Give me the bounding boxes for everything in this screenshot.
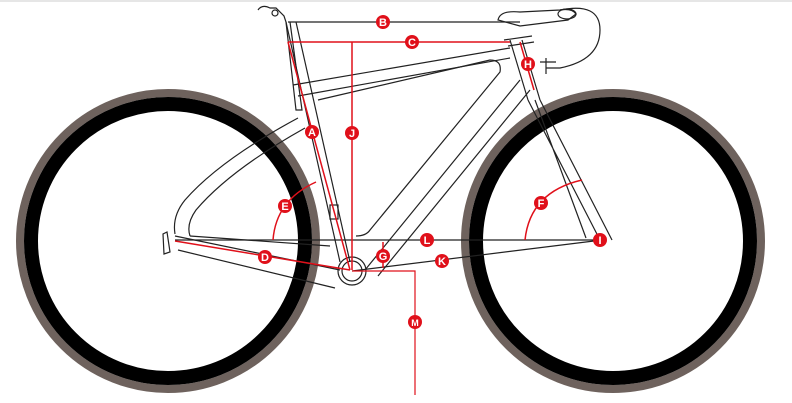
label-D: D xyxy=(258,250,272,264)
label-C: C xyxy=(405,35,419,49)
svg-text:F: F xyxy=(538,198,545,210)
label-J: J xyxy=(345,126,359,140)
svg-text:C: C xyxy=(408,37,416,49)
svg-text:A: A xyxy=(308,127,316,139)
label-F: F xyxy=(534,196,548,210)
label-H: H xyxy=(521,57,535,71)
label-E: E xyxy=(278,199,292,213)
label-K: K xyxy=(435,254,449,268)
top-border xyxy=(0,0,792,2)
svg-text:E: E xyxy=(281,201,288,213)
label-L: L xyxy=(420,233,434,247)
svg-text:L: L xyxy=(424,235,431,247)
svg-text:G: G xyxy=(379,251,388,263)
label-M: M xyxy=(408,315,422,329)
svg-text:K: K xyxy=(438,256,446,268)
frame xyxy=(162,5,613,289)
label-G: G xyxy=(376,249,390,263)
rear-wheel xyxy=(16,89,320,393)
label-badges: A B C D E F G H I J K L M xyxy=(258,15,607,329)
svg-text:B: B xyxy=(379,17,387,29)
label-B: B xyxy=(376,15,390,29)
svg-text:M: M xyxy=(411,318,419,328)
svg-text:D: D xyxy=(261,252,269,264)
svg-text:H: H xyxy=(524,59,532,71)
label-I: I xyxy=(593,233,607,247)
label-A: A xyxy=(305,125,319,139)
front-wheel xyxy=(461,89,765,393)
svg-text:J: J xyxy=(349,128,355,140)
svg-text:I: I xyxy=(598,235,601,247)
reference-lines xyxy=(175,21,603,395)
